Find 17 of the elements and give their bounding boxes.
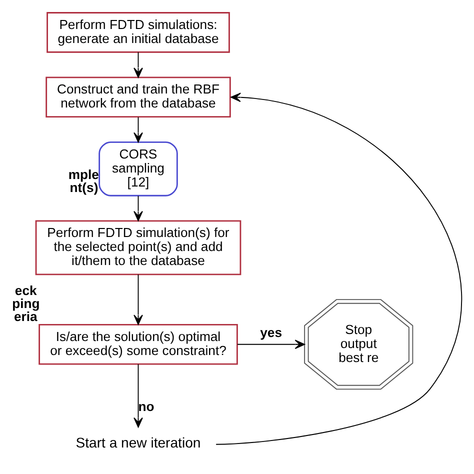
node-box: CORS sampling [12]: [98, 141, 178, 196]
arrow: [237, 340, 306, 350]
edge-label: yes: [260, 325, 282, 340]
node-box: Construct and train the RBF network from the database: [46, 76, 231, 118]
node-label: eck ping eria: [12, 282, 40, 324]
arrow: [134, 52, 143, 78]
arrow: [134, 195, 143, 222]
node-box: Perform FDTD simulation(s) for the selected point(s) and add it/them to the database: [35, 220, 242, 276]
arrow: [134, 364, 143, 428]
arrow: [216, 92, 462, 445]
node-box: Perform FDTD simulations: generate an initial database: [46, 12, 230, 53]
arrow: [134, 274, 143, 325]
arrow: [134, 116, 143, 143]
edge-label: no: [138, 398, 154, 414]
node-label: mple nt(s): [68, 166, 99, 196]
node-text: Start a new iteration: [76, 434, 201, 451]
node-box: Is/are the solution(s) optimal or exceed(s) some constraint?: [38, 324, 238, 365]
